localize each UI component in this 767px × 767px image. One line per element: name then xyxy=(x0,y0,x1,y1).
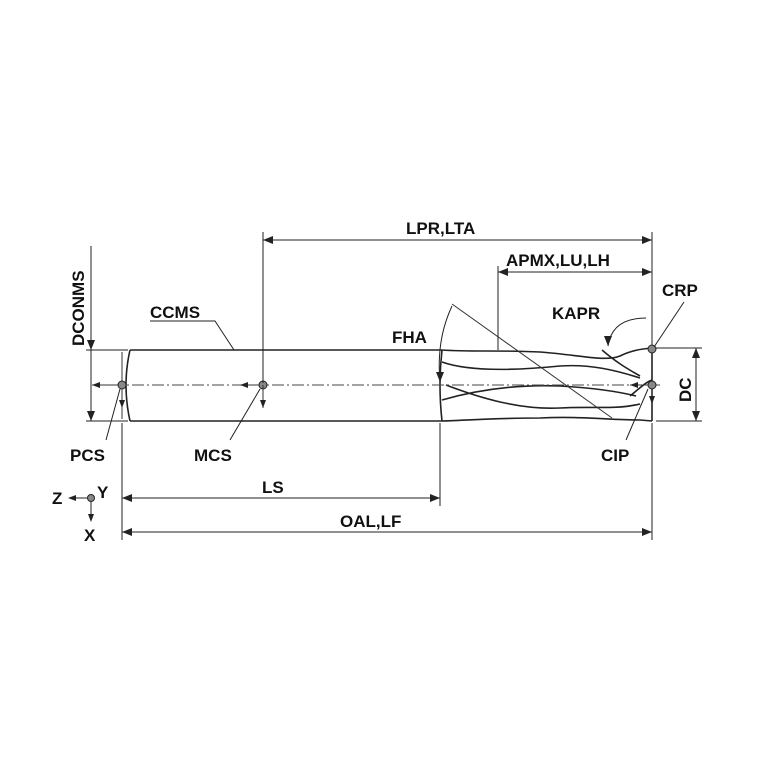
axis-origin xyxy=(87,494,95,502)
flute-spiral-1 xyxy=(441,361,641,379)
pcs-point xyxy=(117,380,127,390)
dconms-label: DCONMS xyxy=(69,270,88,346)
oal-lf-dimension: OAL,LF xyxy=(122,423,653,540)
cip-leader: CIP xyxy=(601,388,649,465)
pcs-leader: PCS xyxy=(70,388,121,465)
axis-indicator: Z Y X xyxy=(52,483,109,545)
ls-dimension: LS xyxy=(121,423,441,540)
pcs-label: PCS xyxy=(70,446,105,465)
crp-leader: CRP xyxy=(653,281,698,348)
dc-label: DC xyxy=(676,377,695,402)
mcs-label: MCS xyxy=(194,446,232,465)
helix-angle-line xyxy=(451,303,613,419)
mcs-leader: MCS xyxy=(194,388,261,465)
axis-y-label: Y xyxy=(97,483,109,502)
fha-angle: FHA xyxy=(392,305,453,383)
apmx-lu-lh-label: APMX,LU,LH xyxy=(506,251,610,270)
lpr-lta-label: LPR,LTA xyxy=(406,219,475,238)
ccms-leader: CCMS xyxy=(150,303,235,351)
fha-label: FHA xyxy=(392,328,427,347)
flute-spiral-2 xyxy=(441,384,637,401)
cip-label: CIP xyxy=(601,446,629,465)
oal-lf-label: OAL,LF xyxy=(340,512,401,531)
kapr-label: KAPR xyxy=(552,304,600,323)
flute-spiral-3 xyxy=(445,384,641,410)
dc-dimension: DC xyxy=(656,347,702,422)
cip-point xyxy=(647,380,657,390)
tool-body xyxy=(121,303,653,422)
dconms-dimension: DCONMS xyxy=(69,246,128,422)
crp-label: CRP xyxy=(662,281,698,300)
axis-z-label: Z xyxy=(52,489,62,508)
axis-x-label: X xyxy=(84,526,96,545)
apmx-dimension: APMX,LU,LH xyxy=(497,251,652,350)
ccms-label: CCMS xyxy=(150,303,200,322)
kapr-angle: KAPR xyxy=(552,304,647,347)
lpr-lta-dimension: LPR,LTA xyxy=(262,219,653,383)
ls-label: LS xyxy=(262,478,284,497)
flute-spiral-4 xyxy=(601,349,653,397)
